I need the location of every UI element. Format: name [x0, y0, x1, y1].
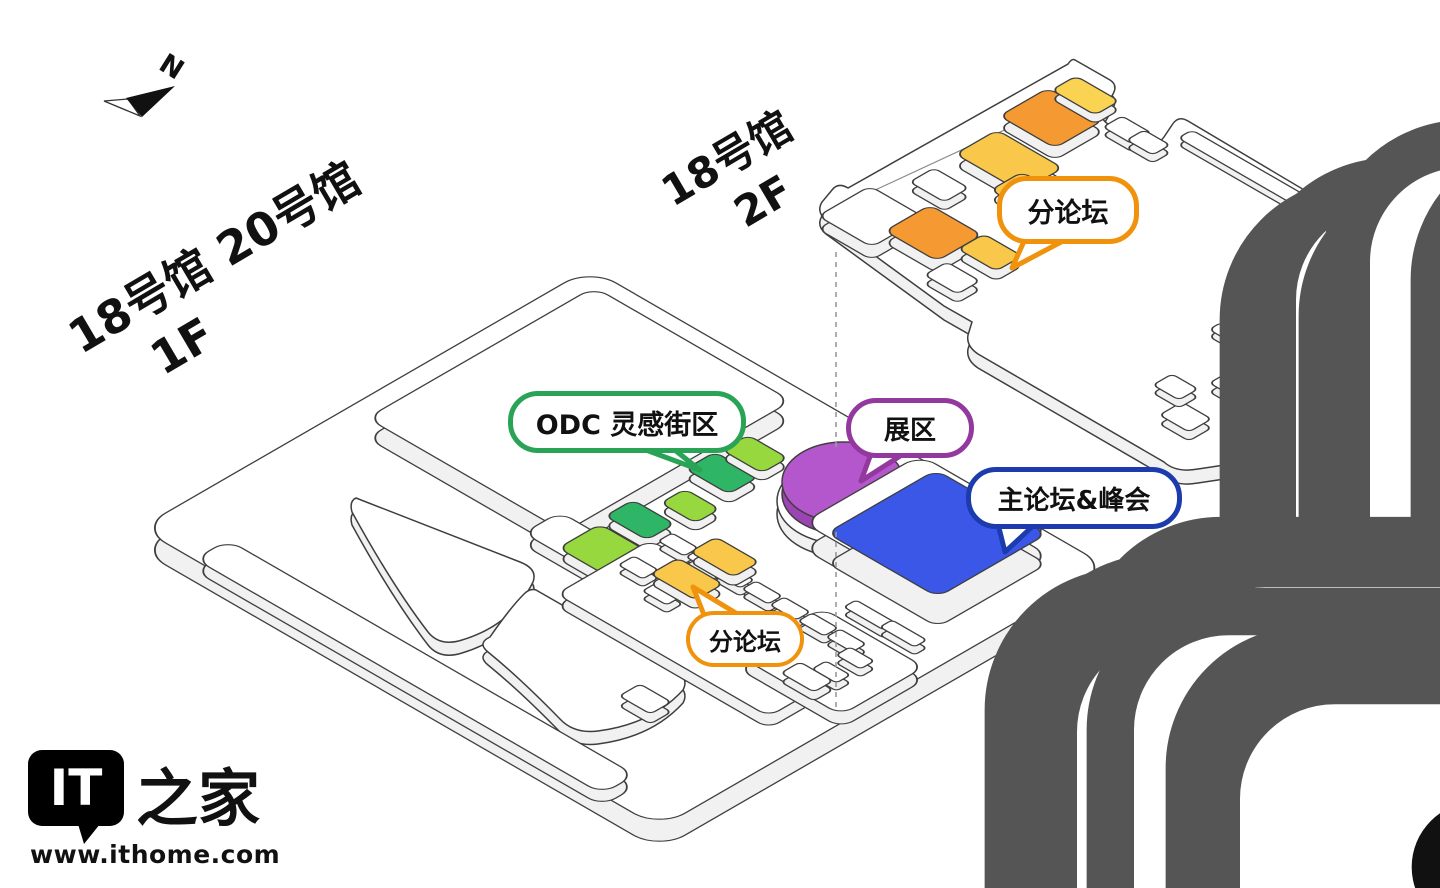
facility-icons-1f: [1008, 541, 1440, 888]
main-forum-bubble: 主论坛&峰会: [966, 467, 1182, 529]
petal-building-upper: [350, 497, 535, 656]
white-room-2f-small-a: [911, 169, 967, 210]
odc-street-block-lime-3: [725, 436, 785, 481]
odc-street-block-lime-2: [663, 490, 717, 531]
ithome-logo-it-text: IT: [49, 759, 103, 817]
white-room-2f-small-b: [926, 263, 978, 302]
ithome-logo-icon: IT: [28, 750, 124, 826]
sub-forum-room-2f-orange-a: [888, 207, 979, 271]
sub-forum-1f-bubble: 分论坛: [686, 611, 804, 667]
escalator-icon: [1216, 681, 1440, 888]
edge-hall-strip: [202, 544, 628, 802]
ithome-logo-home-text: 之家: [136, 762, 261, 835]
exhibition-bubble: 展区: [846, 398, 974, 458]
sub-forum-2f-bubble: 分论坛: [997, 176, 1139, 244]
sub-forum-room-2f-yellow-small: [960, 235, 1020, 280]
ithome-logo-tail: [78, 824, 100, 844]
service-blocks-sw-row: [619, 556, 926, 724]
compass-icon: [103, 86, 175, 118]
ithome-website-text: www.ithome.com: [30, 840, 281, 869]
sub-forum-room-2f-light-yellow: [1054, 77, 1117, 123]
corridor-2f-top: [1180, 131, 1320, 219]
odc-street-bubble: ODC 灵感街区: [508, 391, 746, 453]
sub-forum-room-1f-a: [692, 538, 757, 586]
odc-street-block-green-1: [608, 501, 672, 549]
